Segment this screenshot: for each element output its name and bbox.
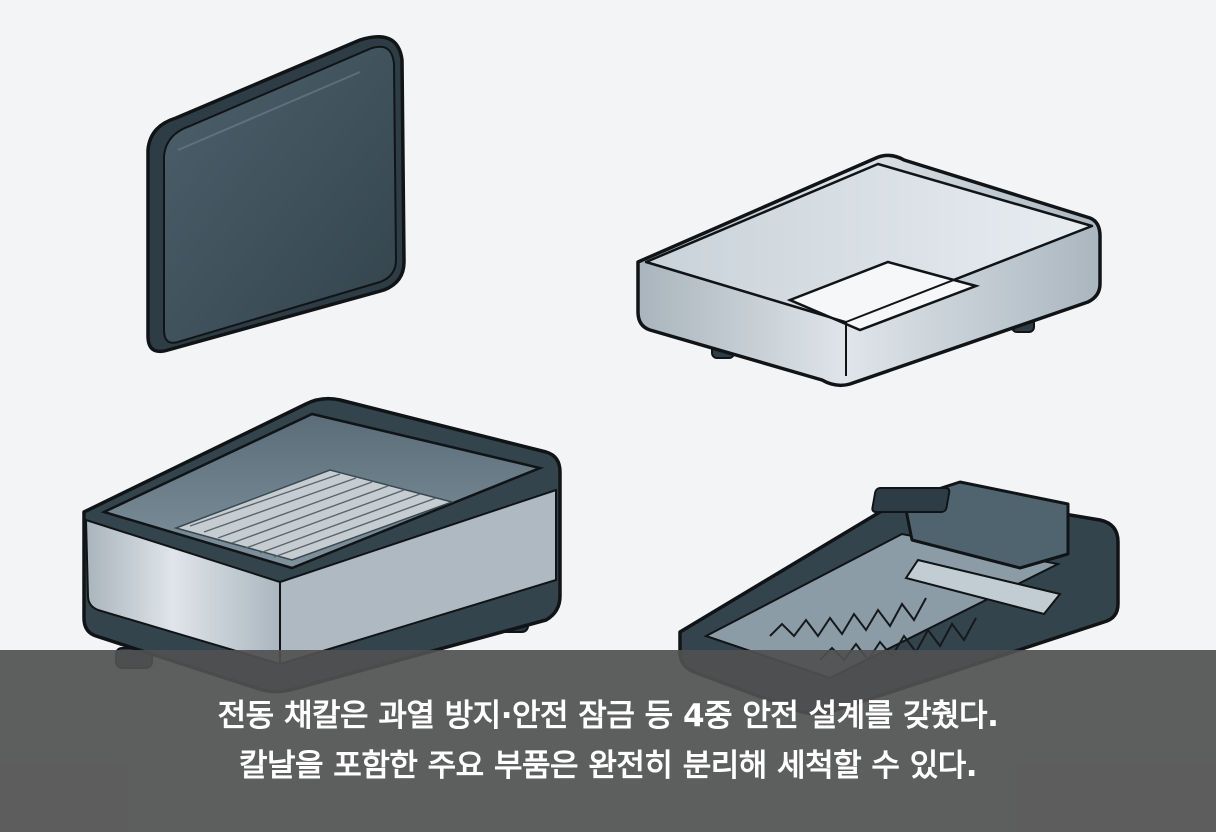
lid-panel [146,35,406,354]
caption-band: 전동 채칼은 과열 방지·안전 잠금 등 4중 안전 설계를 갖췄다. 칼날을 … [0,650,1216,832]
frame-tray [636,153,1102,388]
container-box [82,396,562,694]
caption-line-1: 전동 채칼은 과열 방지·안전 잠금 등 4중 안전 설계를 갖췄다. [217,697,999,734]
caption-line-2: 칼날을 포함한 주요 부품은 완전히 분리해 세척할 수 있다. [238,748,978,784]
